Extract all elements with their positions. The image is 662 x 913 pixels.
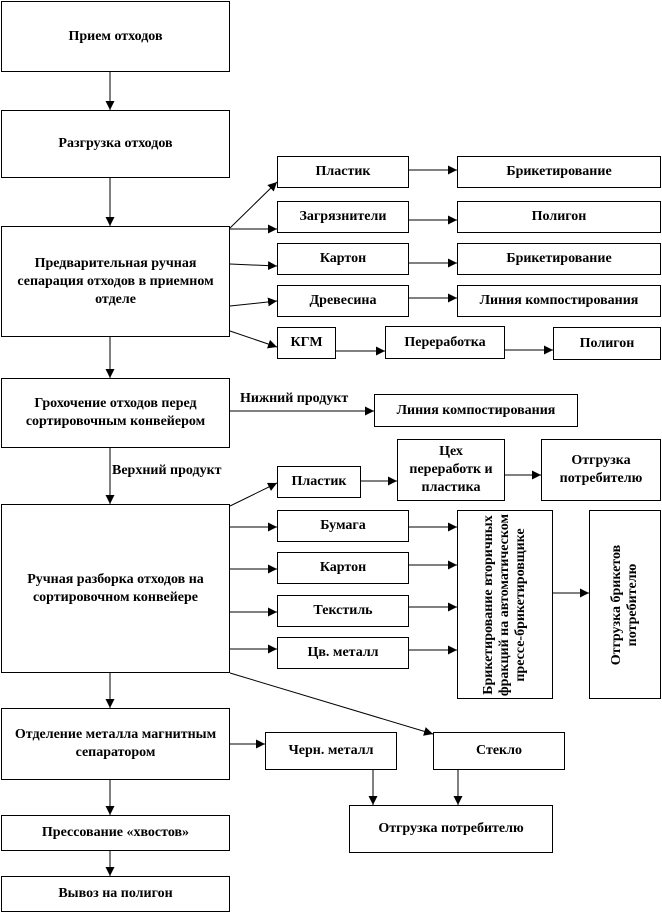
node-label: Линия компостирования bbox=[396, 402, 556, 418]
node-briket-2: Брикетирование bbox=[457, 243, 661, 275]
node-poligon-2: Полигон bbox=[553, 327, 661, 360]
node-label: Предварительная ручная сепарация отходов… bbox=[17, 255, 214, 307]
node-label: Прием отходов bbox=[68, 28, 163, 44]
node-label: Древесина bbox=[309, 293, 377, 308]
node-label: Бумага bbox=[320, 518, 366, 533]
arrow-separation-karton bbox=[229, 261, 278, 271]
node-otgruzka-vert: Отгрузка брикетов потребителю bbox=[589, 510, 661, 699]
node-label: Брикетирование bbox=[506, 251, 612, 266]
node-steklo: Стекло bbox=[433, 732, 565, 770]
node-razborka: Ручная разборка отходов на сортировочном… bbox=[1, 504, 230, 673]
node-label: Переработка bbox=[404, 334, 486, 350]
node-poligon-1: Полигон bbox=[457, 201, 661, 233]
node-otdelenie: Отделение металла магнитным сепаратором bbox=[1, 708, 230, 780]
node-zagr: Загрязнители bbox=[277, 201, 409, 233]
arrow-razborka-plastic bbox=[229, 482, 278, 507]
node-label: Линия компостирования bbox=[479, 293, 639, 308]
node-karton-1: Картон bbox=[277, 243, 409, 275]
node-liniya-1: Линия компостирования bbox=[457, 285, 661, 317]
node-label: Картон bbox=[319, 251, 367, 266]
node-tekstil: Текстиль bbox=[277, 595, 409, 627]
node-kgm: КГМ bbox=[277, 327, 336, 359]
arrow-separation-kgm bbox=[229, 330, 278, 349]
node-label: Цв. металл bbox=[307, 645, 379, 660]
node-bumaga: Бумага bbox=[277, 510, 409, 542]
node-razgruzka: Разгрузка отходов bbox=[1, 110, 230, 178]
node-label: Картон bbox=[319, 560, 367, 575]
node-briket-vert: Брикетирование вторичных фракций на авто… bbox=[457, 510, 553, 699]
node-drev: Древесина bbox=[277, 285, 409, 317]
arrow-separation-drev bbox=[229, 297, 278, 307]
node-label: Полигон bbox=[531, 209, 587, 224]
node-liniya-2: Линия компостирования bbox=[374, 394, 578, 427]
node-label: Отделение металла магнитным сепаратором bbox=[14, 727, 217, 760]
node-label: Брикетирование bbox=[506, 164, 612, 179]
node-otgruzka-1: Отгрузка потребителю bbox=[541, 439, 661, 501]
node-plastic-1: Пластик bbox=[277, 156, 409, 188]
node-plastic-2: Пластик bbox=[277, 466, 361, 498]
node-label: Вывоз на полигон bbox=[58, 886, 173, 901]
arrow-separation-plastic bbox=[229, 181, 278, 229]
node-label: Ручная разборка отходов на сортировочном… bbox=[27, 571, 204, 605]
node-grokh: Грохочение отходов перед сортировочным к… bbox=[1, 378, 230, 448]
node-label: Брикетирование вторичных фракций на авто… bbox=[481, 513, 528, 696]
node-label: Отгрузка брикетов потребителю bbox=[609, 544, 640, 665]
node-otgruzka-2: Отгрузка потребителю bbox=[349, 805, 553, 853]
node-label: Грохочение отходов перед сортировочным к… bbox=[25, 396, 206, 429]
node-label: Цех переработк и пластика bbox=[409, 444, 493, 495]
node-briket-1: Брикетирование bbox=[457, 156, 661, 188]
node-priem: Прием отходов bbox=[1, 1, 230, 72]
node-pererab: Переработка bbox=[385, 326, 505, 359]
node-label: Разгрузка отходов bbox=[58, 136, 173, 151]
node-label: Полигон bbox=[579, 335, 635, 351]
node-chernmet: Черн. металл bbox=[265, 732, 397, 770]
node-label: Загрязнители bbox=[299, 209, 387, 224]
label-nizhniy: Нижний продукт bbox=[240, 391, 349, 406]
node-karton-2: Картон bbox=[277, 552, 409, 584]
node-label: Отгрузка потребителю bbox=[378, 821, 524, 836]
node-tsekh: Цех переработк и пластика bbox=[397, 439, 505, 501]
node-label: Пластик bbox=[291, 474, 347, 489]
label-verkhniy: Верхний продукт bbox=[112, 463, 222, 478]
node-label: Черн. металл bbox=[288, 743, 374, 758]
node-label: Прессование «хвостов» bbox=[41, 825, 190, 840]
node-label: Стекло bbox=[476, 743, 522, 758]
node-tsvmet: Цв. металл bbox=[277, 637, 409, 669]
arrow-razborka-steklo bbox=[229, 672, 434, 736]
node-label: Пластик bbox=[315, 164, 371, 179]
node-label: Отгрузка потребителю bbox=[559, 453, 643, 486]
node-pressovanie: Прессование «хвостов» bbox=[1, 815, 230, 851]
node-vyvoz: Вывоз на полигон bbox=[1, 876, 230, 912]
node-label: Текстиль bbox=[313, 603, 373, 618]
node-label: КГМ bbox=[290, 335, 323, 350]
node-separation: Предварительная ручная сепарация отходов… bbox=[1, 226, 230, 337]
